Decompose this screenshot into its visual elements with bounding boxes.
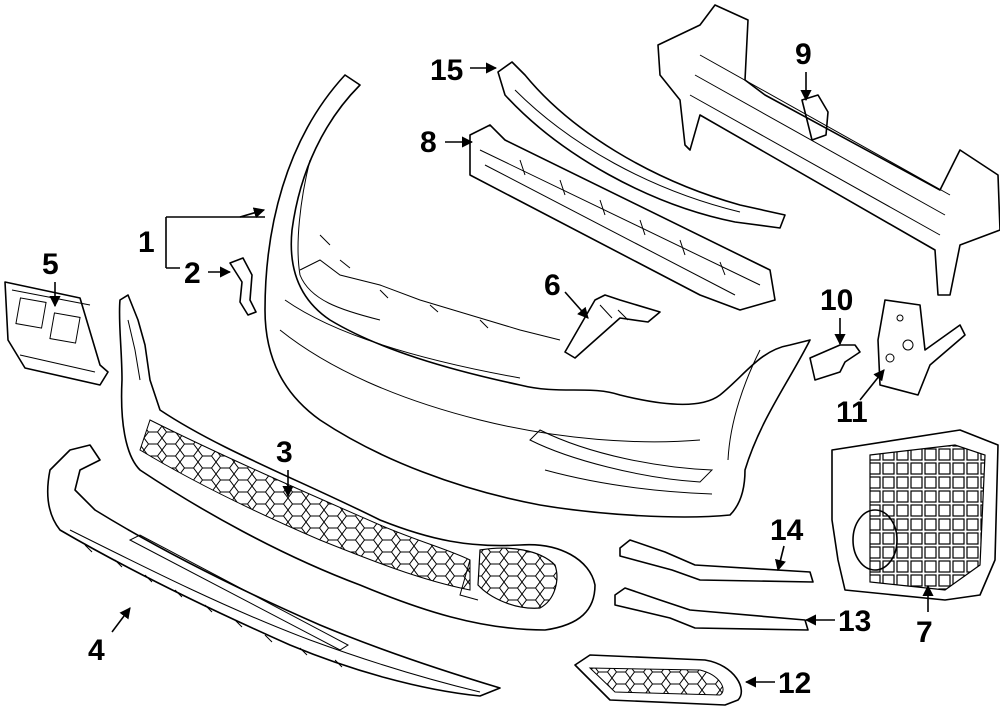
lower-grille-part: [118, 294, 596, 631]
leader-lines: [49, 62, 934, 688]
lower-spoiler-part: [46, 444, 501, 697]
callout-9: 9: [795, 38, 812, 71]
callout-6: 6: [544, 269, 561, 302]
trim-bezel-part: [574, 654, 743, 706]
callout-2: 2: [184, 257, 201, 290]
side-grille-part: [831, 429, 999, 601]
bracket-part-6: [564, 294, 661, 359]
bracket-part-2: [229, 257, 257, 316]
callout-15: 15: [430, 54, 463, 87]
trim-strip-14-part: [619, 539, 814, 583]
sensor-part: [809, 344, 861, 381]
callout-10: 10: [820, 284, 853, 317]
callout-3: 3: [276, 436, 293, 469]
callout-labels: 1 2 3 4 5 6 7 8 9 10 11 12 13 14 15: [42, 38, 933, 700]
callout-8: 8: [420, 126, 437, 159]
bumper-cover-part: [264, 74, 811, 518]
callout-7: 7: [916, 616, 933, 649]
callout-1: 1: [138, 226, 155, 259]
energy-absorber-part: [469, 124, 776, 311]
upper-seal-part: [497, 61, 786, 229]
side-bracket-part: [877, 299, 966, 396]
license-bracket-part: [4, 281, 109, 386]
callout-12: 12: [778, 667, 811, 700]
callout-4: 4: [88, 634, 105, 667]
callout-14: 14: [770, 514, 804, 547]
trim-strip-13-part: [614, 587, 809, 631]
reinforcement-bar-part: [657, 4, 1000, 296]
callout-11: 11: [836, 396, 868, 429]
callout-5: 5: [42, 248, 59, 281]
callout-13: 13: [838, 605, 871, 638]
